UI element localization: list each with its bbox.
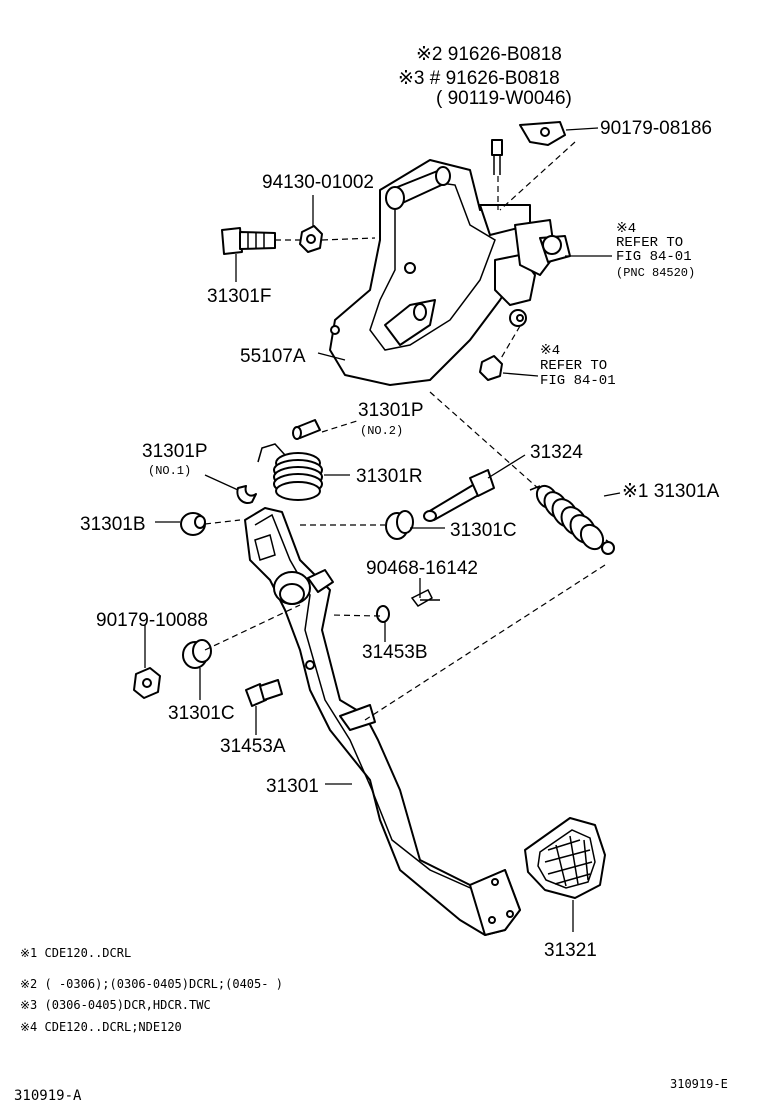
label-31301f: 31301F bbox=[207, 286, 271, 307]
clip-90179-08186 bbox=[519, 121, 566, 146]
label-31453b: 31453B bbox=[362, 642, 428, 663]
label-31301r: 31301R bbox=[356, 466, 423, 487]
pin-31301p-no2 bbox=[292, 419, 321, 440]
nut-94130 bbox=[299, 225, 323, 253]
label-ref4-mid-mark: ※4 bbox=[540, 343, 560, 359]
footnote-3: ※3 (0306-0405)DCR,HDCR.TWC bbox=[20, 998, 211, 1012]
label-31301a: ※1 31301A bbox=[622, 481, 720, 502]
label-91626-b0818-note3: ※3 # 91626-B0818 bbox=[398, 68, 560, 89]
alignment-lines bbox=[204, 141, 606, 721]
label-31301p-left: 31301P bbox=[142, 441, 208, 462]
bushing-31301c-left bbox=[182, 639, 212, 669]
label-31453a: 31453A bbox=[220, 736, 286, 757]
spring-31301a bbox=[529, 484, 615, 555]
bushing-31301b bbox=[180, 512, 206, 536]
label-ref4-top-mark: ※4 bbox=[616, 221, 636, 237]
bolt-31301f bbox=[221, 227, 276, 255]
clip-90468 bbox=[410, 588, 440, 607]
label-31324: 31324 bbox=[530, 442, 583, 463]
footnote-2: ※2 ( -0306);(0306-0405)DCRL;(0405- ) bbox=[20, 977, 283, 991]
rod-31324 bbox=[423, 469, 495, 522]
label-90119-w0046: ( 90119-W0046) bbox=[436, 88, 572, 109]
pedal-bracket-55107a bbox=[329, 159, 571, 386]
label-no1: (NO.1) bbox=[148, 464, 191, 478]
clip-31301p-no1 bbox=[236, 485, 257, 504]
pedal-pad-31321 bbox=[524, 817, 606, 899]
label-no2: (NO.2) bbox=[360, 424, 403, 438]
nut-ref-fig-84-01 bbox=[479, 355, 503, 381]
bushing-31301c-right bbox=[385, 510, 414, 540]
label-31301p-top: 31301P bbox=[358, 400, 424, 421]
label-90468-16142: 90468-16142 bbox=[366, 558, 478, 579]
label-31301: 31301 bbox=[266, 776, 319, 797]
nut-90179-10088 bbox=[133, 667, 161, 699]
label-ref4-mid-fig: FIG 84-01 bbox=[540, 373, 616, 389]
footnotes: ※1 CDE120..DCRL ※2 ( -0306);(0306-0405)D… bbox=[20, 946, 283, 1034]
label-31321: 31321 bbox=[544, 940, 597, 961]
label-ref4-top-pnc: (PNC 84520) bbox=[616, 266, 695, 280]
spring-31301r bbox=[257, 443, 323, 501]
label-94130-01002: 94130-01002 bbox=[262, 172, 374, 193]
label-91626-b0818-note2: ※2 91626-B0818 bbox=[416, 44, 562, 65]
part-labels: ※2 91626-B0818 ※3 # 91626-B0818 ( 90119-… bbox=[80, 44, 720, 961]
label-31301c-left: 31301C bbox=[168, 703, 235, 724]
label-ref4-mid-refer: REFER TO bbox=[540, 358, 607, 374]
brake-pedal-arm-31301 bbox=[244, 507, 521, 936]
stopper-31453a bbox=[245, 679, 283, 707]
label-90179-10088: 90179-10088 bbox=[96, 610, 208, 631]
label-31301c-right: 31301C bbox=[450, 520, 517, 541]
leader-lines bbox=[144, 127, 621, 932]
footer-code-left: 310919-A bbox=[14, 1088, 82, 1104]
label-55107a: 55107A bbox=[240, 346, 306, 367]
footer-code-right: 310919-E bbox=[670, 1077, 728, 1091]
label-31301b: 31301B bbox=[80, 514, 146, 535]
label-ref4-top-fig: FIG 84-01 bbox=[616, 249, 692, 265]
label-90179-08186: 90179-08186 bbox=[600, 118, 712, 139]
bolt-91626 bbox=[491, 139, 503, 175]
label-ref4-top-refer: REFER TO bbox=[616, 235, 683, 251]
bushing-31453b bbox=[376, 605, 390, 623]
footnote-4: ※4 CDE120..DCRL;NDE120 bbox=[20, 1020, 182, 1034]
footnote-1: ※1 CDE120..DCRL bbox=[20, 946, 131, 960]
